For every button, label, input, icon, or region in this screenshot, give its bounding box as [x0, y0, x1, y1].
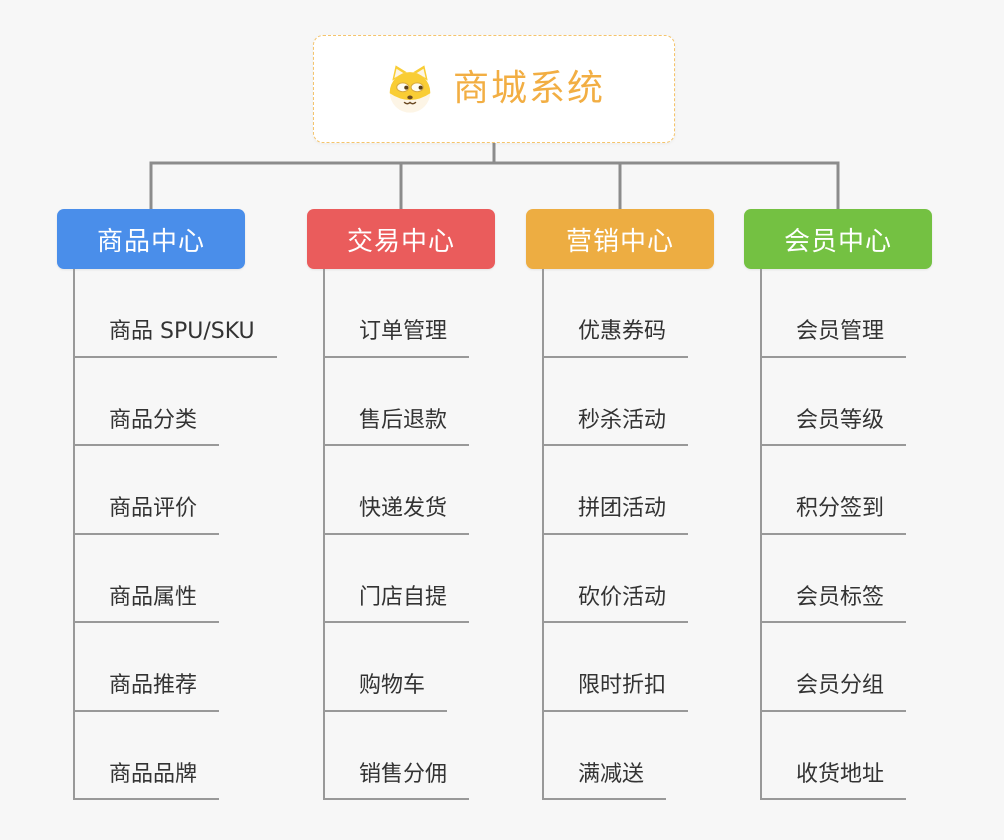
branch-items: 商品 SPU/SKU 商品分类商品评价商品属性商品推荐商品品牌 — [73, 269, 297, 800]
branch-label: 商品中心 — [96, 226, 205, 257]
branch-label: 营销中心 — [565, 226, 674, 257]
sub-item-label: 商品分类 — [75, 408, 220, 446]
sub-item[interactable]: 砍价活动 — [544, 535, 766, 623]
branch-node[interactable]: 交易中心 — [307, 209, 495, 269]
branch-column: 营销中心 优惠券码秒杀活动拼团活动砍价活动限时折扣满减送 — [526, 209, 766, 800]
sub-item-label: 订单管理 — [325, 319, 470, 358]
sub-item-label: 砍价活动 — [544, 585, 689, 623]
sub-item[interactable]: 会员标签 — [762, 535, 984, 623]
sub-item[interactable]: 商品推荐 — [75, 623, 297, 712]
sub-item[interactable]: 商品分类 — [75, 358, 297, 446]
root-title: 商城系统 — [452, 68, 605, 109]
sub-item-label: 拼团活动 — [544, 496, 689, 535]
sub-item[interactable]: 商品品牌 — [75, 712, 297, 800]
sub-item[interactable]: 商品评价 — [75, 446, 297, 535]
shiba-dog-icon — [389, 65, 431, 113]
sub-item-label: 销售分佣 — [325, 762, 470, 800]
branch-column: 商品中心 商品 SPU/SKU 商品分类商品评价商品属性商品推荐商品品牌 — [57, 209, 297, 800]
branch-label: 会员中心 — [783, 226, 892, 257]
sub-item[interactable]: 拼团活动 — [544, 446, 766, 535]
sub-item[interactable]: 订单管理 — [325, 269, 547, 358]
sub-item-label: 售后退款 — [325, 408, 470, 446]
sub-item-label: 商品推荐 — [75, 673, 220, 712]
sub-item[interactable]: 积分签到 — [762, 446, 984, 535]
sub-item[interactable]: 收货地址 — [762, 712, 984, 800]
sub-item[interactable]: 优惠券码 — [544, 269, 766, 358]
sub-item[interactable]: 会员管理 — [762, 269, 984, 358]
sub-item-label: 秒杀活动 — [544, 408, 689, 446]
sub-item[interactable]: 会员分组 — [762, 623, 984, 712]
root-node[interactable]: 商城系统 — [313, 35, 675, 143]
branch-column: 交易中心 订单管理售后退款快递发货门店自提购物车销售分佣 — [307, 209, 547, 800]
sub-item-label: 门店自提 — [325, 585, 470, 623]
branch-node[interactable]: 会员中心 — [744, 209, 932, 269]
branch-items: 优惠券码秒杀活动拼团活动砍价活动限时折扣满减送 — [542, 269, 766, 800]
sub-item-label: 商品品牌 — [75, 762, 220, 800]
sub-item[interactable]: 门店自提 — [325, 535, 547, 623]
sub-item[interactable]: 商品属性 — [75, 535, 297, 623]
branch-column: 会员中心 会员管理会员等级积分签到会员标签会员分组收货地址 — [744, 209, 984, 800]
sub-item[interactable]: 快递发货 — [325, 446, 547, 535]
sub-item-label: 购物车 — [325, 673, 448, 712]
sub-item[interactable]: 秒杀活动 — [544, 358, 766, 446]
branch-node[interactable]: 商品中心 — [57, 209, 245, 269]
branch-label: 交易中心 — [346, 226, 455, 257]
branch-node[interactable]: 营销中心 — [526, 209, 714, 269]
sub-item-label: 会员等级 — [762, 408, 907, 446]
sub-item-label: 优惠券码 — [544, 319, 689, 358]
sub-item[interactable]: 销售分佣 — [325, 712, 547, 800]
sub-item[interactable]: 会员等级 — [762, 358, 984, 446]
sub-item-label: 会员标签 — [762, 585, 907, 623]
sub-item[interactable]: 售后退款 — [325, 358, 547, 446]
sub-item-label: 商品属性 — [75, 585, 220, 623]
sub-item-label: 满减送 — [544, 762, 667, 800]
sub-item[interactable]: 满减送 — [544, 712, 766, 800]
sub-item-label: 快递发货 — [325, 496, 470, 535]
sub-item-label: 收货地址 — [762, 762, 907, 800]
sub-item[interactable]: 商品 SPU/SKU — [75, 269, 297, 358]
sub-item-label: 商品 SPU/SKU — [75, 319, 277, 358]
sub-item-label: 会员分组 — [762, 673, 907, 712]
sub-item-label: 商品评价 — [75, 496, 220, 535]
sub-item[interactable]: 购物车 — [325, 623, 547, 712]
sub-item[interactable]: 限时折扣 — [544, 623, 766, 712]
branch-items: 订单管理售后退款快递发货门店自提购物车销售分佣 — [323, 269, 547, 800]
sub-item-label: 限时折扣 — [544, 673, 689, 712]
branch-items: 会员管理会员等级积分签到会员标签会员分组收货地址 — [760, 269, 984, 800]
sub-item-label: 会员管理 — [762, 319, 907, 358]
sub-item-label: 积分签到 — [762, 496, 907, 535]
